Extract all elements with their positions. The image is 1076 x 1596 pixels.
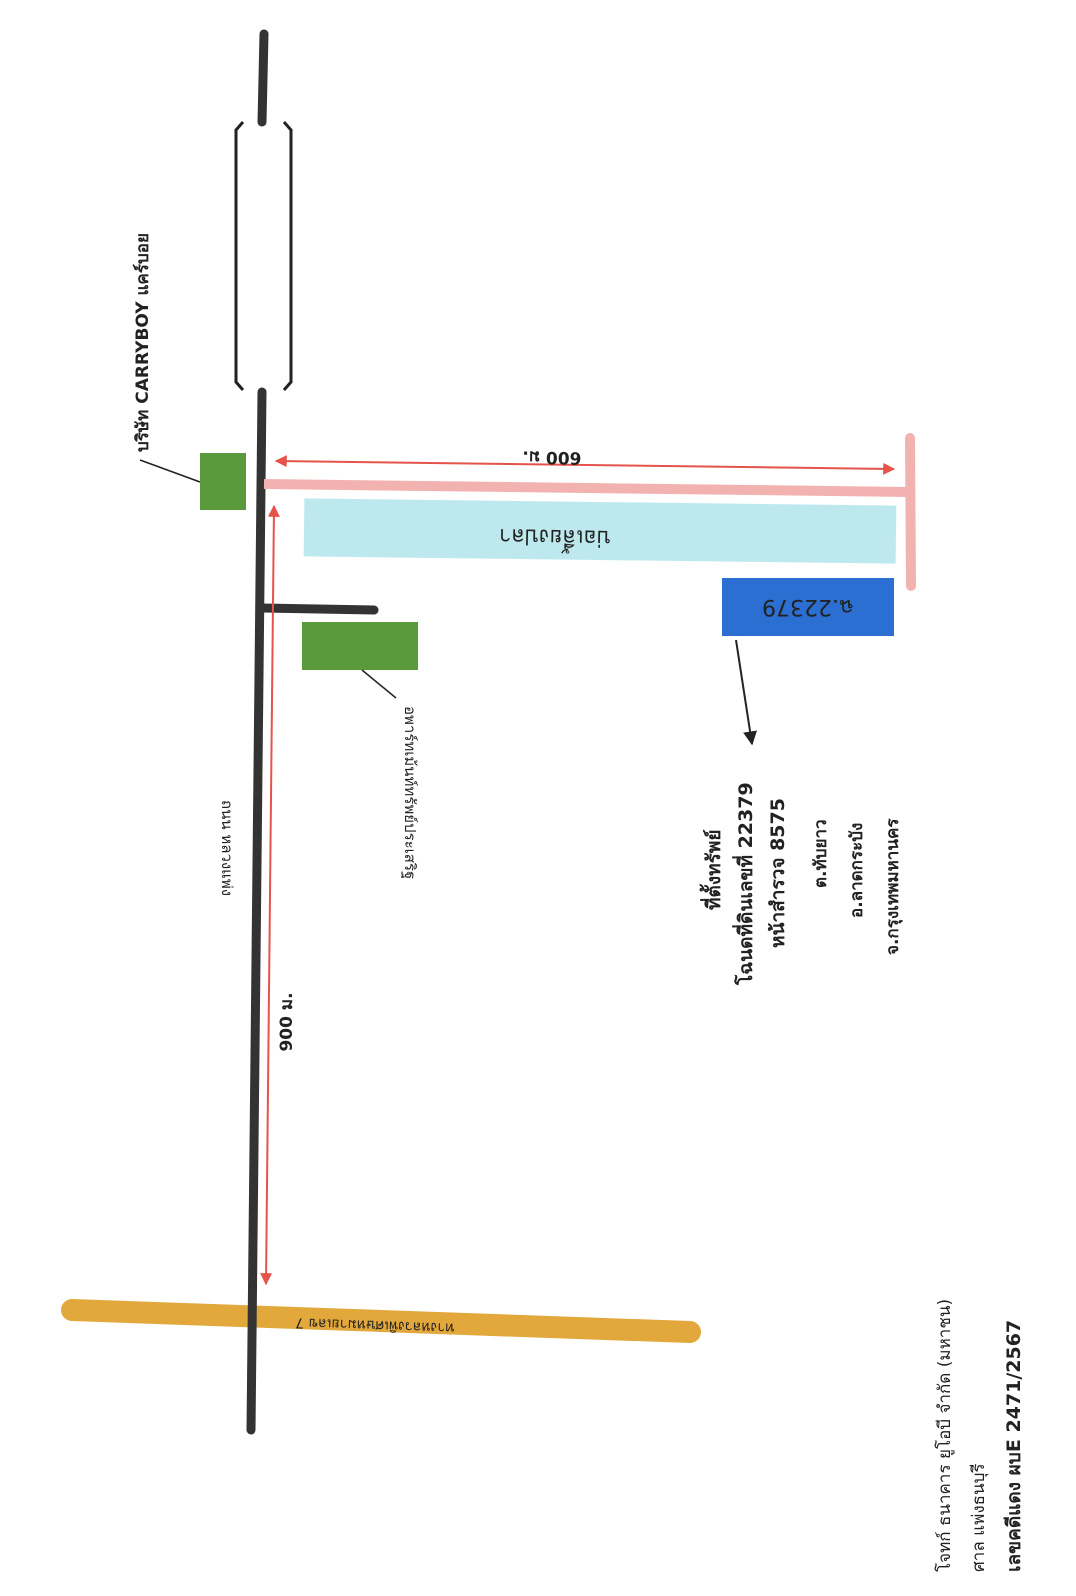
case-number: เลขคดีแดง ผบE 2471/2567 bbox=[1003, 1320, 1025, 1572]
motorway bbox=[61, 1299, 701, 1343]
distance-600-label: 600 ม. bbox=[522, 446, 581, 467]
fish-pond bbox=[303, 498, 897, 564]
distance-600-arrow bbox=[274, 455, 896, 475]
main-road bbox=[246, 387, 267, 1435]
case-info: โจทก์ ธนาคาร ยูโอบี จำกัด (มหาชน) ศาล แพ… bbox=[934, 1299, 1025, 1572]
apartment-label: อพาร์ทเม้นท์ทรัพย์ประเสริฐ bbox=[401, 706, 419, 879]
motorway-label: ทางหลวงพิเศษหมายเลข 7 bbox=[295, 1314, 455, 1336]
carryboy-building bbox=[200, 453, 246, 510]
access-road-end bbox=[905, 433, 916, 591]
side-road bbox=[257, 603, 379, 615]
property-details: ที่ตั้งทรัพย์ โฉนดที่ดินเลขที่ 22379 หน้… bbox=[699, 782, 903, 986]
property-survey: หน้าสำรวจ 8575 bbox=[767, 798, 789, 948]
apartment-leader bbox=[361, 669, 397, 699]
bridge-bracket-left bbox=[234, 121, 245, 391]
property-deed: โฉนดที่ดินเลขที่ 22379 bbox=[732, 782, 757, 986]
parcel-box bbox=[722, 578, 894, 636]
property-district: อ.ลาดกระบัง bbox=[847, 823, 867, 918]
distance-900-arrow bbox=[260, 504, 280, 1286]
property-pointer-arrow bbox=[735, 639, 758, 746]
main-road-upper bbox=[257, 29, 269, 127]
property-title: ที่ตั้งทรัพย์ bbox=[699, 829, 725, 910]
property-province: จ.กรุงเทพมหานคร bbox=[883, 818, 903, 955]
carryboy-label: บริษัท CARRYBOY แคร์บอย bbox=[132, 233, 153, 452]
access-road bbox=[263, 479, 911, 497]
property-subdistrict: ต.ทับยาว bbox=[811, 819, 831, 888]
apartment-building bbox=[302, 622, 418, 670]
bridge-bracket-right bbox=[282, 121, 293, 391]
carryboy-leader bbox=[139, 459, 201, 483]
case-parties: โจทก์ ธนาคาร ยูโอบี จำกัด (มหาชน) bbox=[934, 1299, 955, 1572]
distance-900-label: 900 ม. bbox=[277, 992, 297, 1051]
case-court: ศาล แพ่งธนบุรี bbox=[969, 1463, 989, 1572]
parcel-label: ฉ.22379 bbox=[762, 594, 854, 619]
road-name-label: ถนน หลวงแพ่ง bbox=[218, 800, 236, 896]
fish-pond-label: บ่อเลี้ยงปลา bbox=[499, 523, 611, 554]
